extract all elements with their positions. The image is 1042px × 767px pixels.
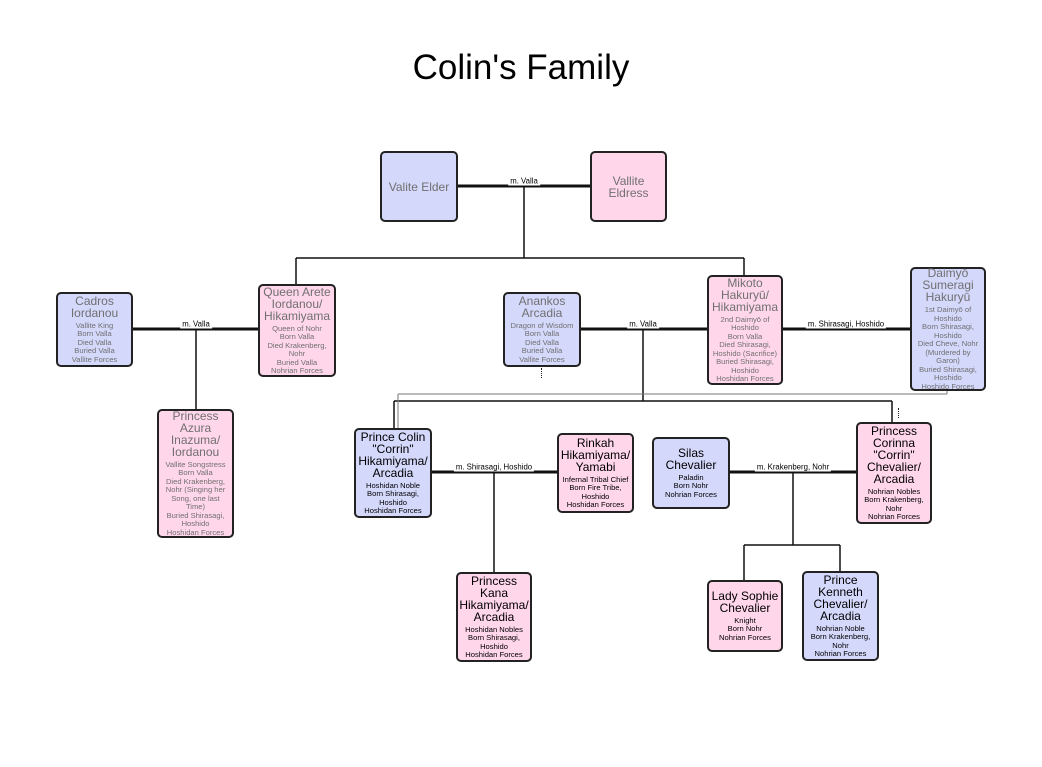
person-name: Rinkah Hikamiyama/ Yamabi [560, 435, 631, 474]
person-sumeragi[interactable]: Daimyō Sumeragi Hakuryū 1st Daimyō of Ho… [910, 267, 986, 391]
person-name: Princess Corinna "Corrin" Chevalier/ Arc… [866, 423, 922, 486]
person-name: Prince Kenneth Chevalier/ Arcadia [813, 572, 868, 623]
person-kana[interactable]: Princess Kana Hikamiyama/ Arcadia Hoshid… [456, 572, 532, 662]
person-name: Cadros Iordanou [70, 293, 119, 320]
person-name: Anankos Arcadia [518, 293, 566, 320]
person-details: Knight Born Nohr Nohrian Forces [719, 615, 771, 642]
person-details: Hoshidan Noble Born Shirasagi, Hoshido H… [364, 480, 422, 515]
person-details: Vallite Songstress Born Valla Died Krake… [165, 459, 226, 537]
person-details: 2nd Daimyō of Hoshido Born Valla Died Sh… [712, 314, 778, 383]
continuation-dots-sumeragi [898, 408, 899, 418]
marriage-label-mikoto-sumeragi: m. Shirasagi, Hoshido [805, 319, 887, 329]
continuation-dots-anankos [541, 368, 542, 378]
person-name: Queen Arete Iordanou/ Hikamiyama [263, 284, 331, 323]
person-kenneth[interactable]: Prince Kenneth Chevalier/ Arcadia Nohria… [802, 571, 879, 661]
person-name: Princess Azura Inazuma/ Iordanou [170, 408, 221, 459]
person-details: Nohrian Nobles Born Krakenberg, Nohr Noh… [864, 486, 924, 521]
marriage-label-silas-corinna: m. Krakenberg, Nohr [754, 462, 832, 472]
person-rinkah[interactable]: Rinkah Hikamiyama/ Yamabi Infernal Triba… [557, 433, 634, 513]
person-details: Infernal Tribal Chief Born Fire Tribe, H… [562, 474, 629, 509]
person-name: Lady Sophie Chevalier [711, 588, 779, 615]
marriage-label-anankos-mikoto: m. Valla [627, 319, 659, 329]
person-corinna[interactable]: Princess Corinna "Corrin" Chevalier/ Arc… [856, 422, 932, 524]
person-details: Hoshidan Nobles Born Shirasagi, Hoshido … [465, 624, 523, 659]
person-colin[interactable]: Prince Colin "Corrin" Hikamiyama/ Arcadi… [354, 428, 432, 518]
person-details: Vallite King Born Valla Died Valla Burie… [71, 320, 118, 364]
person-silas[interactable]: Silas Chevalier Paladin Born Nohr Nohria… [652, 437, 730, 509]
person-cadros[interactable]: Cadros Iordanou Vallite King Born Valla … [56, 292, 133, 367]
person-details: Paladin Born Nohr Nohrian Forces [665, 472, 717, 499]
person-sophie[interactable]: Lady Sophie Chevalier Knight Born Nohr N… [707, 580, 783, 652]
page-title: Colin's Family [412, 48, 630, 87]
person-details: Queen of Nohr Born Valla Died Krakenberg… [267, 323, 327, 375]
person-arete[interactable]: Queen Arete Iordanou/ Hikamiyama Queen o… [258, 284, 336, 377]
person-details: Nohrian Noble Born Krakenberg, Nohr Nohr… [810, 623, 871, 658]
person-anankos[interactable]: Anankos Arcadia Dragon of Wisdom Born Va… [503, 292, 581, 367]
person-mikoto[interactable]: Mikoto Hakuryū/ Hikamiyama 2nd Daimyō of… [707, 275, 783, 385]
person-name: Vallite Eldress [608, 173, 649, 200]
marriage-label-elders: m. Valla [508, 176, 540, 186]
person-valite-elder[interactable]: Valite Elder [380, 151, 458, 222]
person-name: Valite Elder [388, 179, 450, 194]
person-name: Daimyō Sumeragi Hakuryū [922, 266, 974, 304]
person-name: Mikoto Hakuryū/ Hikamiyama [711, 275, 778, 314]
person-name: Princess Kana Hikamiyama/ Arcadia [459, 573, 529, 624]
marriage-label-cadros-arete: m. Valla [180, 319, 212, 329]
person-vallite-eldress[interactable]: Vallite Eldress [590, 151, 667, 222]
marriage-label-colin-rinkah: m. Shirasagi, Hoshido [453, 462, 535, 472]
person-name: Silas Chevalier [665, 445, 717, 472]
person-details: Dragon of Wisdom Born Valla Died Valla B… [510, 320, 574, 364]
person-azura[interactable]: Princess Azura Inazuma/ Iordanou Vallite… [157, 409, 234, 538]
person-name: Prince Colin "Corrin" Hikamiyama/ Arcadi… [358, 429, 428, 480]
person-details: 1st Daimyō of Hoshido Born Shirasagi, Ho… [917, 305, 979, 391]
